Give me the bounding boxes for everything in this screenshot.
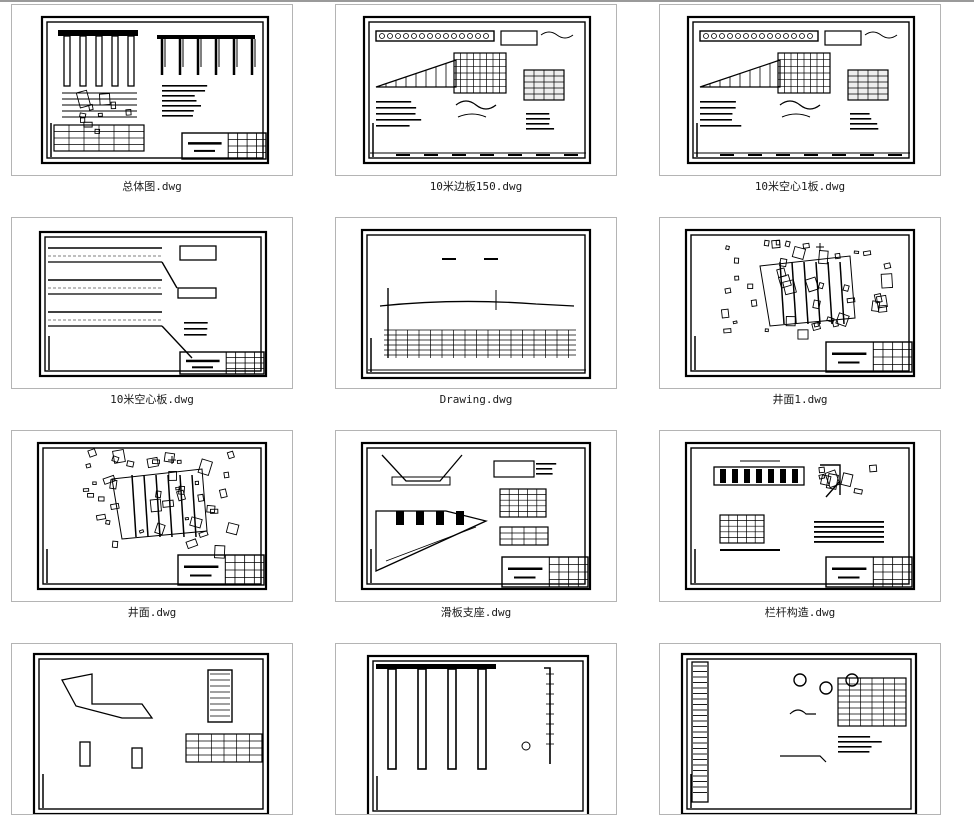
file-thumbnail[interactable] (335, 217, 617, 389)
dwg-preview-image (32, 652, 270, 814)
dwg-preview-image (680, 652, 918, 814)
file-name-label[interactable]: 10米空心1板.dwg (754, 180, 846, 193)
file-name-label[interactable]: 栏杆构造.dwg (764, 606, 836, 619)
file-thumbnail[interactable] (11, 217, 293, 389)
dwg-preview-image (38, 230, 268, 378)
file-name-label[interactable]: 10米空心板.dwg (110, 393, 194, 406)
dwg-preview-image (366, 654, 590, 814)
file-name-label[interactable]: 10米边板150.dwg (429, 180, 523, 193)
file-thumbnail[interactable] (335, 643, 617, 815)
dwg-preview-image (36, 441, 268, 591)
file-thumbnail[interactable] (11, 4, 293, 176)
file-thumbnail[interactable] (335, 430, 617, 602)
file-thumbnail[interactable] (659, 217, 941, 389)
file-thumbnail[interactable] (11, 643, 293, 815)
file-thumbnail[interactable] (11, 430, 293, 602)
file-thumbnail[interactable] (659, 4, 941, 176)
file-name-label[interactable]: Drawing.dwg (439, 393, 513, 406)
dwg-preview-image (684, 228, 916, 378)
file-name-label[interactable]: 井面1.dwg (772, 393, 828, 406)
dwg-preview-image (684, 441, 916, 591)
file-thumbnail[interactable] (659, 643, 941, 815)
dwg-preview-image (360, 228, 592, 380)
dwg-preview-image (40, 15, 270, 165)
window-top-border (0, 0, 974, 2)
dwg-preview-image (360, 441, 592, 591)
file-thumbnail[interactable] (335, 4, 617, 176)
file-name-label[interactable]: 总体图.dwg (122, 180, 182, 193)
thumbnail-grid: 总体图.dwg 10米边板150.dwg 10米空心1板.dwg 10米空心板.dwg… (11, 4, 941, 815)
file-name-label[interactable]: 滑板支座.dwg (440, 606, 512, 619)
file-thumbnail[interactable] (659, 430, 941, 602)
dwg-preview-image (686, 15, 916, 165)
file-name-label[interactable]: 井面.dwg (127, 606, 177, 619)
dwg-preview-image (362, 15, 592, 165)
